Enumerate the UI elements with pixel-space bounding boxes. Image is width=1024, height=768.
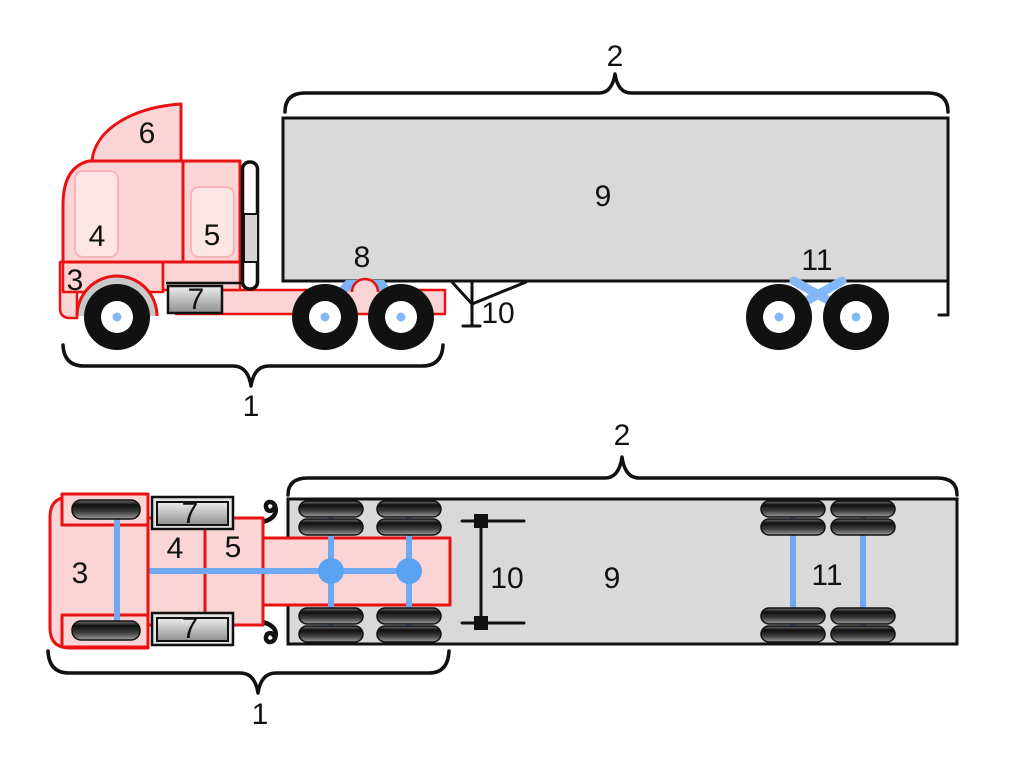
top-steer-wheel-right — [71, 620, 141, 641]
side-wheel-trailer-2 — [823, 284, 889, 350]
top-steer-wheel-left — [71, 499, 141, 520]
top-label-cargo-box: 9 — [604, 562, 621, 595]
side-label-cargo-box: 9 — [595, 180, 612, 213]
top-fuel-tank-left — [150, 495, 235, 531]
top-label-tractor-unit: 1 — [252, 698, 269, 731]
side-label-tractor-unit: 1 — [243, 390, 260, 423]
side-label-engine: 3 — [67, 264, 84, 297]
side-wheel-trailer-1 — [746, 284, 812, 350]
side-label-air-deflector: 6 — [139, 117, 156, 150]
side-sleeper-window — [190, 186, 235, 258]
top-exhaust-curl-left — [259, 499, 278, 525]
side-windshield — [74, 170, 119, 258]
side-label-semi-trailer: 2 — [607, 40, 624, 73]
side-fender-liner — [77, 276, 157, 316]
side-fuel-tank — [166, 284, 224, 315]
side-wheel-drive-1 — [292, 284, 358, 350]
top-label-fuel-tank-left: 7 — [182, 497, 199, 530]
side-rear-bumper — [937, 281, 950, 317]
top-exhaust-curl-right — [259, 619, 278, 645]
top-tractor-brace — [46, 649, 451, 695]
top-label-cab: 4 — [167, 532, 184, 565]
top-drive-wheels — [298, 500, 442, 643]
side-label-fuel-tank: 7 — [188, 283, 205, 316]
side-view: 2 9 10 11 8 3 7 4 — [58, 40, 950, 423]
top-label-tandem-axles: 11 — [811, 559, 842, 592]
side-wheel-drive-2 — [368, 284, 434, 350]
top-landing-gear-marker — [460, 514, 526, 630]
side-kingpin-arc — [350, 277, 380, 293]
side-wheel-front — [84, 284, 150, 350]
top-label-semi-trailer: 2 — [614, 419, 631, 452]
side-landing-gear — [450, 280, 528, 328]
side-trailer-brace — [283, 72, 950, 114]
top-differential-2 — [396, 558, 422, 584]
side-air-deflector — [90, 102, 183, 163]
top-differential-1 — [318, 558, 344, 584]
side-tractor-brace — [61, 343, 445, 388]
side-fender-arch — [75, 274, 159, 317]
top-label-engine: 3 — [72, 557, 89, 590]
top-view: 2 9 10 — [46, 419, 959, 731]
top-trailer-brace — [286, 455, 959, 497]
side-label-tandem-axles: 11 — [801, 244, 832, 277]
top-label-landing-gear: 10 — [490, 562, 523, 595]
side-label-cab: 4 — [89, 220, 106, 253]
top-fuel-tank-right — [150, 611, 235, 647]
top-label-fuel-tank-right: 7 — [182, 612, 199, 645]
side-label-sleeper: 5 — [204, 219, 221, 252]
side-rack-handle — [243, 213, 259, 263]
top-trailer-wheels — [760, 500, 896, 643]
side-label-fifth-wheel: 8 — [354, 241, 371, 274]
side-trailer-box — [281, 116, 950, 283]
side-label-landing-gear: 10 — [481, 297, 514, 330]
top-label-sleeper: 5 — [225, 531, 242, 564]
